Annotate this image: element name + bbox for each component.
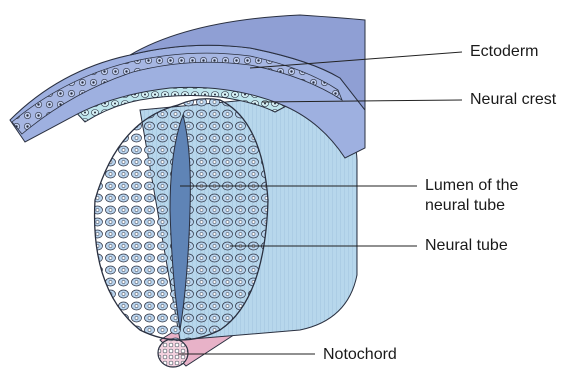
label-lumen-line2: neural tube xyxy=(425,196,518,216)
label-lumen-line1: Lumen of the xyxy=(425,176,518,196)
label-neural-crest: Neural crest xyxy=(470,90,556,110)
label-ectoderm: Ectoderm xyxy=(470,42,538,62)
label-neural-tube: Neural tube xyxy=(425,236,508,256)
label-notochord: Notochord xyxy=(323,345,397,365)
label-lumen: Lumen of the neural tube xyxy=(425,176,518,216)
